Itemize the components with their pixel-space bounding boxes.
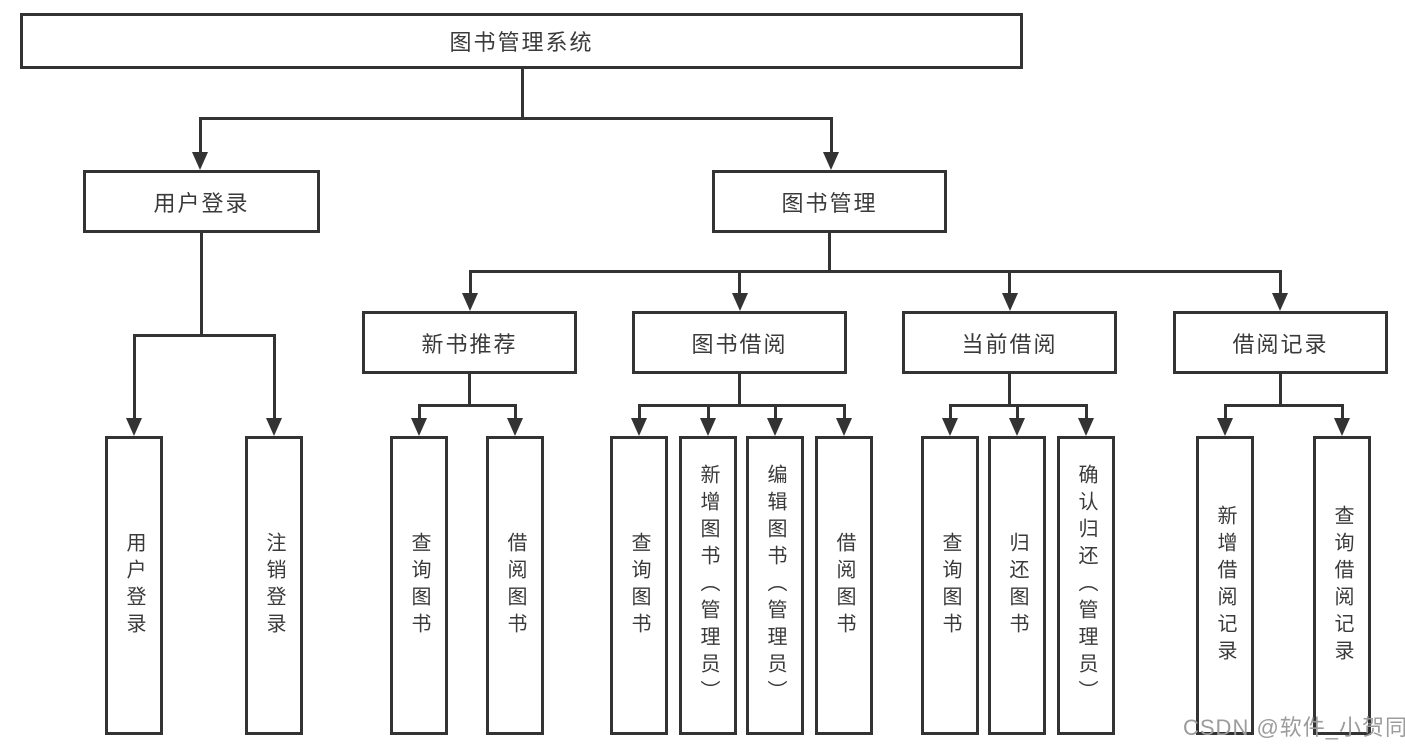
connector-leaf-stub [514,404,517,422]
arrowhead-leaf [767,418,783,436]
arrowhead-leaf [411,418,427,436]
arrowhead-book-management [823,152,839,170]
leaf-add-books-admin: 新增图书（管理员） [679,436,737,735]
leaf-query-books-borrow: 查询图书 [610,436,668,735]
connector-to-borrowing-records [1279,270,1282,295]
leaf-borrow-books-new-label: 借阅图书 [504,531,526,640]
arrowhead-leaf [1009,418,1025,436]
arrowhead-leaf [507,418,523,436]
leaf-logout: 注销登录 [245,436,303,735]
node-borrowing-records: 借阅记录 [1173,311,1388,374]
connector-user-login-crossbar [133,334,276,337]
connector-new-books-stem [468,374,471,406]
connector-to-book-management [830,117,833,155]
leaf-return-books: 归还图书 [988,436,1046,735]
leaf-borrow-books-label: 借阅图书 [833,531,855,640]
leaf-borrow-books: 借阅图书 [815,436,873,735]
leaf-query-books-current-label: 查询图书 [939,531,961,640]
leaf-user-login-label: 用户登录 [123,531,145,640]
node-library-management-system: 图书管理系统 [20,13,1023,69]
leaf-query-borrow-record-label: 查询借阅记录 [1331,504,1353,667]
connector-to-new-books [469,270,472,295]
node-current-borrowing: 当前借阅 [902,311,1117,374]
connector-leaf-stub [638,404,641,422]
connector-book-mgmt-stem [828,233,831,272]
leaf-logout-label: 注销登录 [263,531,285,640]
leaf-query-books-new: 查询图书 [390,436,448,735]
connector-leaf-stub [418,404,421,422]
connector-root-stem [521,69,524,119]
leaf-user-login: 用户登录 [105,436,163,735]
connector-to-leaf-logout [273,334,276,420]
leaf-edit-books-admin: 编辑图书（管理员） [746,436,804,735]
connector-borrowing-records-stem [1279,374,1282,406]
leaf-add-books-admin-label: 新增图书（管理员） [697,464,719,707]
connector-new-books-crossbar [418,404,517,407]
arrowhead-leaf [700,418,716,436]
arrowhead-leaf [1217,418,1233,436]
node-new-book-recommendation: 新书推荐 [362,311,577,374]
connector-book-borrowing-crossbar [638,404,846,407]
arrowhead-leaf-logout [266,418,282,436]
leaf-confirm-return-admin: 确认归还（管理员） [1057,436,1115,735]
arrowhead-current-borrowing [1002,293,1018,311]
arrowhead-book-borrowing [732,293,748,311]
connector-to-user-login [199,117,202,155]
arrowhead-leaf [1078,418,1094,436]
node-user-login: 用户登录 [83,170,320,233]
arrowhead-borrowing-records [1272,293,1288,311]
connector-user-login-stem [200,233,203,336]
leaf-confirm-return-admin-label: 确认归还（管理员） [1075,464,1097,707]
arrowhead-leaf [942,418,958,436]
connector-to-book-borrowing [738,270,741,295]
connector-to-leaf-login [133,334,136,420]
leaf-query-books-current: 查询图书 [921,436,979,735]
arrowhead-new-books [462,293,478,311]
connector-leaf-stub [843,404,846,422]
connector-leaf-stub [774,404,777,422]
connector-leaf-stub [1224,404,1227,422]
connector-leaf-stub [949,404,952,422]
leaf-query-books-borrow-label: 查询图书 [628,531,650,640]
connector-leaf-stub [1341,404,1344,422]
arrowhead-leaf [1334,418,1350,436]
leaf-edit-books-admin-label: 编辑图书（管理员） [764,464,786,707]
arrowhead-leaf [836,418,852,436]
connector-root-crossbar [199,117,833,120]
arrowhead-leaf-login [126,418,142,436]
csdn-watermark: CSDN @软件_小贺同学 [1183,715,1405,740]
connector-book-mgmt-crossbar [469,270,1282,273]
leaf-query-books-new-label: 查询图书 [408,531,430,640]
connector-borrowing-records-crossbar [1224,404,1344,407]
leaf-add-borrow-record: 新增借阅记录 [1196,436,1254,735]
connector-leaf-stub [707,404,710,422]
node-book-borrowing: 图书借阅 [632,311,847,374]
leaf-query-borrow-record: 查询借阅记录 [1313,436,1371,735]
connector-to-current-borrowing [1008,270,1011,295]
connector-current-borrowing-stem [1008,374,1011,406]
connector-leaf-stub [1085,404,1088,422]
arrowhead-user-login [192,152,208,170]
leaf-borrow-books-new: 借阅图书 [486,436,544,735]
leaf-return-books-label: 归还图书 [1006,531,1028,640]
node-book-management: 图书管理 [712,170,947,233]
connector-leaf-stub [1016,404,1019,422]
connector-book-borrowing-stem [738,374,741,406]
leaf-add-borrow-record-label: 新增借阅记录 [1214,504,1236,667]
arrowhead-leaf [631,418,647,436]
